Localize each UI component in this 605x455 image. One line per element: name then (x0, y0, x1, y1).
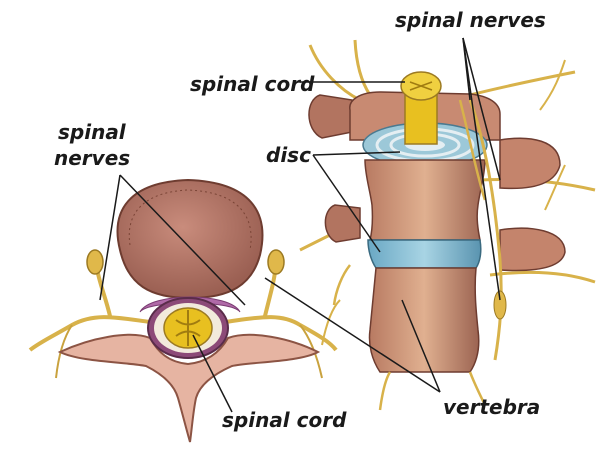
vertebra-body-2 (365, 160, 485, 240)
disc-middle (368, 240, 481, 268)
label-spinal-cord-bottom: spinal cord (222, 408, 346, 432)
label-spinal-nerves-left-line1: spinal (58, 120, 126, 144)
label-spinal-cord-top: spinal cord (190, 72, 314, 96)
vertebral-body (118, 180, 263, 298)
label-disc: disc (266, 143, 311, 167)
label-spinal-nerves-left-line2: nerves (54, 146, 130, 170)
label-spinal-nerves-top: spinal nerves (395, 8, 546, 32)
vertebral-column (300, 40, 595, 410)
vertebra-cross-section (30, 180, 336, 442)
label-vertebra: vertebra (443, 395, 540, 419)
